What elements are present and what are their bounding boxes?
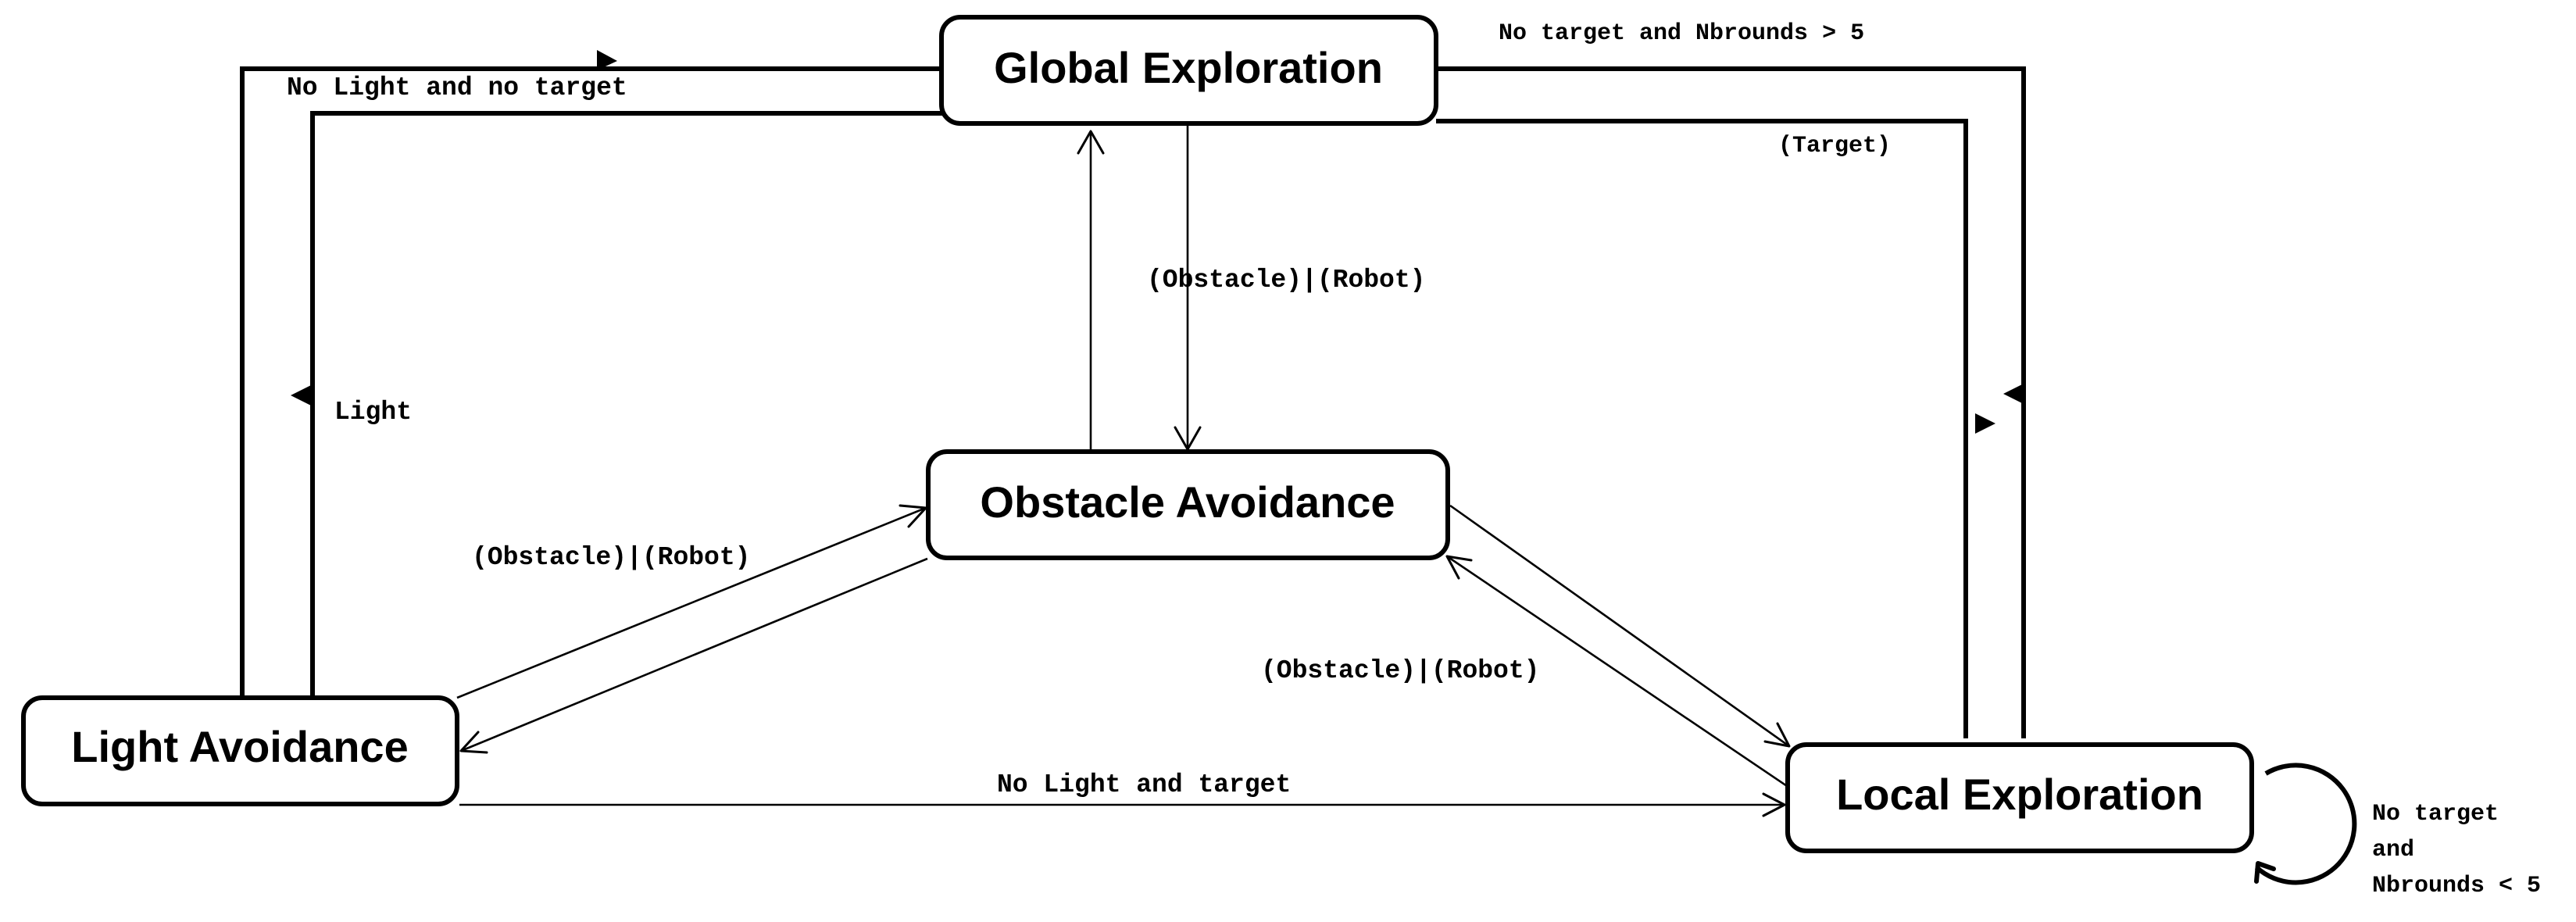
edge-light-to-obstacle [456, 506, 927, 699]
arrowhead-to-local-diag [1763, 722, 1791, 748]
flow-marker-left-right-loop [2003, 384, 2024, 404]
node-local-exploration: Local Exploration [1785, 742, 2254, 853]
node-global-exploration: Global Exploration [939, 15, 1438, 126]
label-obstacle-robot-left: (Obstacle)|(Robot) [472, 543, 750, 572]
arrowhead-to-local-horizontal [1762, 792, 1786, 817]
arrowhead-to-light [459, 731, 488, 754]
label-obstacle-robot-top: (Obstacle)|(Robot) [1147, 266, 1425, 295]
label-no-light-and-target: No Light and target [997, 770, 1291, 799]
edge-local-to-obstacle [1446, 555, 1790, 789]
edge-obstacle-to-light [460, 557, 928, 752]
label-self-loop-line1: No target [2372, 801, 2499, 827]
node-obstacle-avoidance: Obstacle Avoidance [926, 449, 1450, 560]
arrowhead-to-obstacle-right [1445, 555, 1473, 580]
label-self-loop-line3: Nbrounds < 5 [2372, 873, 2541, 899]
edge-global-to-local-inner [1436, 119, 1968, 738]
node-light-avoidance-label: Light Avoidance [71, 722, 408, 771]
edge-local-self-loop [2254, 763, 2357, 885]
node-global-exploration-label: Global Exploration [994, 43, 1383, 92]
flow-marker-right-right-loop [1975, 413, 1995, 434]
node-obstacle-avoidance-label: Obstacle Avoidance [980, 477, 1395, 527]
flow-marker-right [597, 50, 617, 70]
label-no-light-no-target: No Light and no target [287, 73, 627, 102]
node-light-avoidance: Light Avoidance [21, 695, 459, 806]
label-target: (Target) [1778, 133, 1891, 159]
flow-marker-left [291, 385, 311, 406]
edge-global-to-light-inner [310, 111, 945, 695]
arrowhead-up [1077, 130, 1105, 155]
label-light: Light [334, 398, 412, 427]
label-self-loop-line2: and [2372, 837, 2414, 863]
node-local-exploration-label: Local Exploration [1836, 770, 2203, 819]
label-obstacle-robot-right: (Obstacle)|(Robot) [1261, 656, 1539, 685]
edge-light-to-global-outer [240, 66, 945, 695]
arrowhead-self-loop [2254, 861, 2276, 884]
edge-obstacle-to-local [1449, 504, 1790, 748]
edge-local-to-global-outer [1436, 66, 2026, 738]
label-no-target-nbrounds-gt: No target and Nbrounds > 5 [1499, 20, 1864, 47]
